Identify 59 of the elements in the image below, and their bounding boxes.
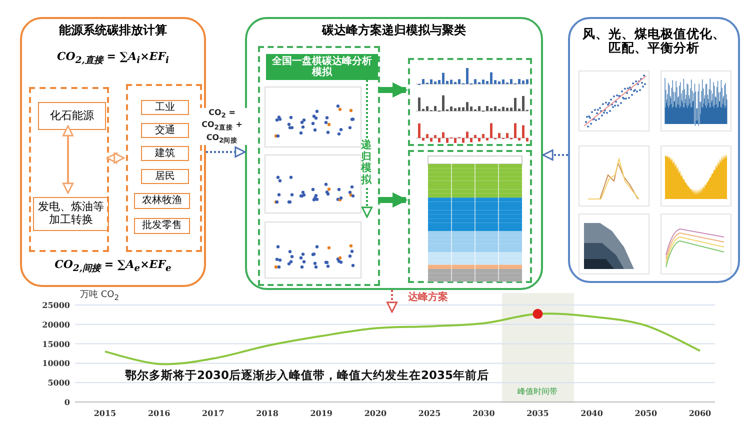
- tick-label: 2017: [202, 408, 224, 418]
- tick-label: 2030: [472, 408, 495, 418]
- chart-picture: [660, 70, 732, 132]
- axis-title: 万吨 CO$_{2}$: [80, 291, 120, 302]
- category-box: 交通: [141, 123, 189, 138]
- arrow: [62, 125, 74, 194]
- chart-picture: [264, 221, 362, 279]
- annotation: 鄂尔多斯将于2030后逐渐步入峰值带，峰值大约发生在2035年前后: [125, 369, 490, 382]
- tick-label: 2020: [364, 408, 387, 418]
- formula: CO$_{2,直接}$ = ∑A$_{i}$×EF$_{i}$: [56, 51, 170, 67]
- tick-label: 2050: [634, 408, 658, 418]
- arrow: [378, 82, 408, 98]
- arrow: [206, 146, 246, 158]
- simulation-panel: [245, 17, 543, 290]
- tick-label: 20000: [42, 319, 70, 330]
- dashed-group-box: [258, 46, 380, 286]
- edge-label: CO$_{2}$ = CO$_{2直接}$ + CO$_{2间接}$: [197, 108, 247, 145]
- chart-picture: [264, 154, 362, 214]
- tick-label: 2025: [418, 408, 441, 418]
- tick-label: 15000: [42, 338, 70, 349]
- tick-label: 2019: [310, 408, 332, 418]
- chart-picture: [578, 213, 650, 275]
- tick-label: 2040: [580, 408, 603, 418]
- title-box: 全国一盘棋碳达峰分析模拟: [266, 54, 378, 80]
- arrow: [106, 152, 125, 164]
- tick-label: 2035: [526, 408, 549, 418]
- chart-picture: [660, 145, 732, 207]
- formula: CO$_{2,间接}$ = ∑A$_{e}$×EF$_{e}$: [54, 259, 172, 275]
- panel-title: 碳达峰方案递归模拟与聚类: [320, 24, 467, 38]
- tick-label: 2015: [94, 408, 116, 418]
- chart-picture: [578, 145, 650, 207]
- arrow: [542, 149, 568, 161]
- chart-picture: [408, 58, 532, 146]
- category-box: 发电、炼油等加工转换: [33, 197, 109, 231]
- panel-title: 风、光、煤电极值优化、匹配、平衡分析: [582, 27, 726, 56]
- panel-title: 能源系统碳排放计算: [58, 24, 168, 38]
- arrow: [386, 290, 398, 313]
- tick-label: 0: [64, 397, 70, 407]
- annotation: 峰值时间带: [516, 387, 559, 396]
- edge-label: 递归模拟: [361, 140, 372, 186]
- category-box: 批发零售: [134, 218, 190, 234]
- tick-label: 10000: [42, 358, 70, 368]
- arrow: [378, 192, 408, 208]
- category-box: 化石能源: [38, 102, 106, 130]
- table-picture: [408, 150, 532, 283]
- optimization-panel: [568, 17, 740, 283]
- category-box: 工业: [141, 100, 189, 115]
- tick-label: 2060: [688, 408, 712, 418]
- tick-label: 2018: [256, 408, 278, 418]
- chart-picture: [578, 70, 650, 132]
- category-box: 建筑: [141, 146, 189, 161]
- tick-label: 25000: [42, 300, 70, 310]
- chart-picture: [660, 213, 732, 275]
- chart-picture: [264, 86, 362, 148]
- category-box: 居民: [141, 169, 189, 184]
- dashed-group-box: [29, 87, 109, 252]
- category-box: 农林牧渔: [134, 193, 190, 209]
- tick-label: 2016: [148, 408, 170, 418]
- tick-label: 5000: [48, 378, 70, 388]
